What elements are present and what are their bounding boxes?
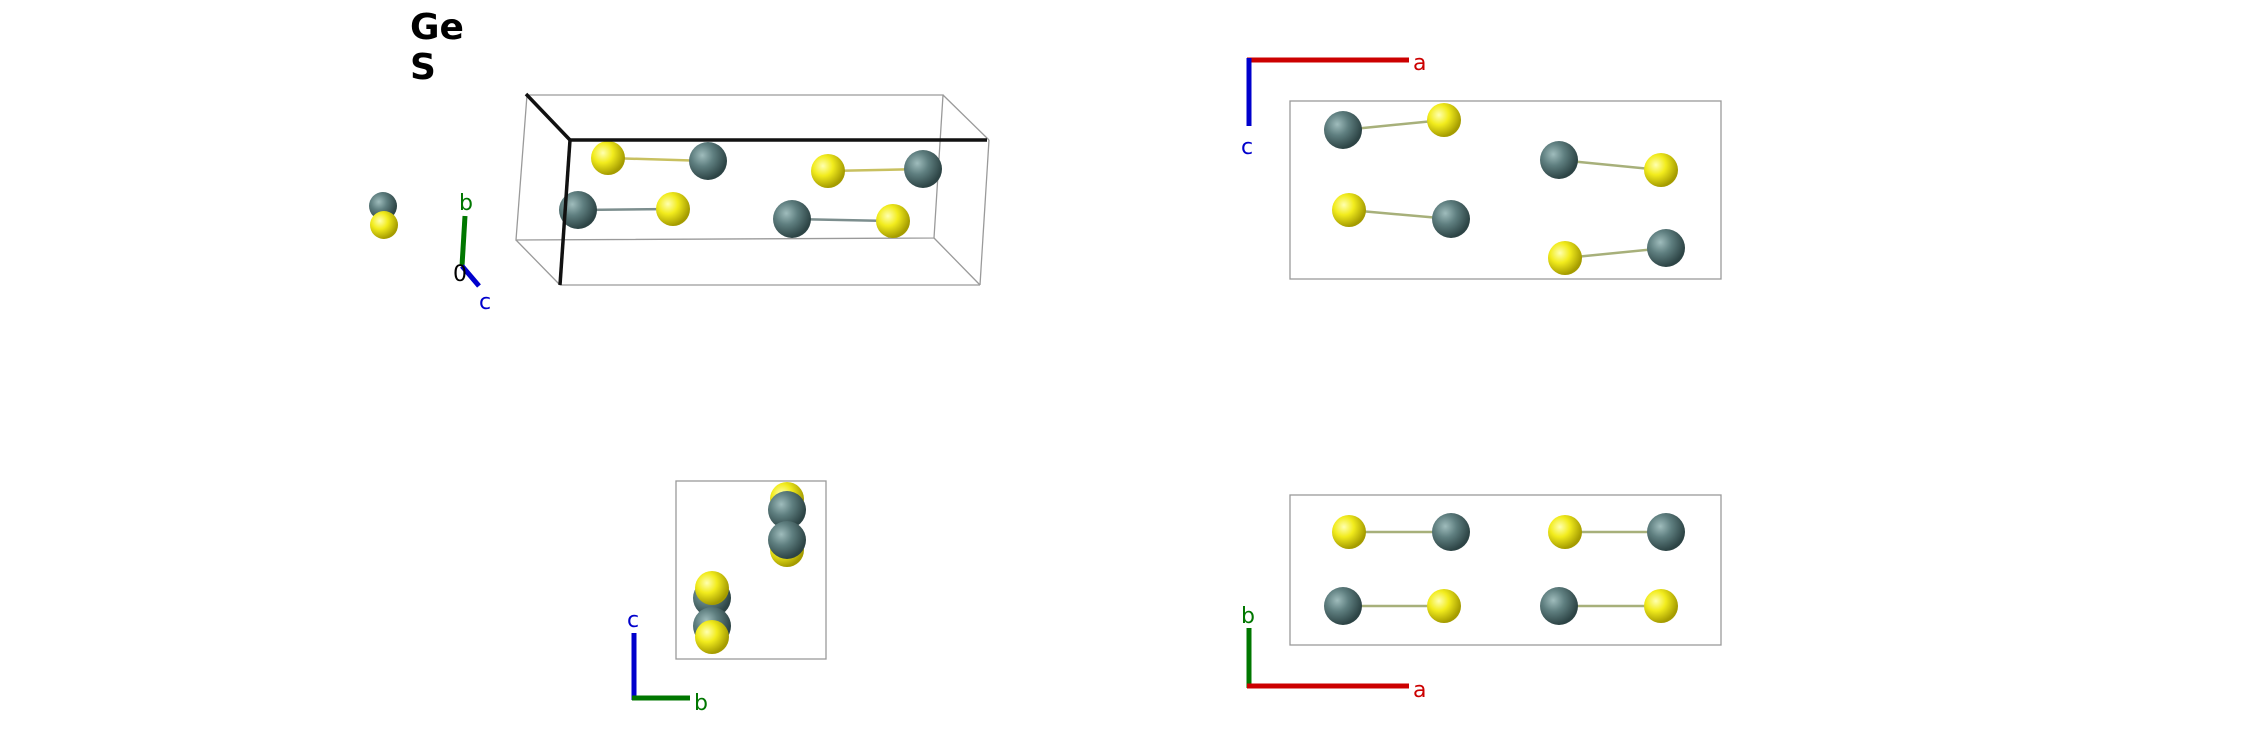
c-axis-label: c — [1241, 135, 1253, 160]
bonds — [1342, 118, 1667, 260]
s-atom — [1644, 153, 1678, 187]
top-right-view: a c — [1241, 51, 1722, 280]
s-atom — [876, 204, 910, 238]
bottom-right-view: b a — [1241, 494, 1722, 703]
origin-label: 0 — [453, 262, 467, 287]
s-atom — [1548, 515, 1582, 549]
orientation-indicator: b 0 c — [453, 191, 491, 315]
ge-atom — [1432, 513, 1470, 551]
bonds — [577, 156, 924, 223]
s-atom — [1644, 589, 1678, 623]
c-axis-label: c — [479, 290, 491, 315]
orientation-indicator: c b — [627, 608, 708, 716]
a-axis-label: a — [1413, 678, 1426, 703]
c-axis-line — [460, 264, 481, 288]
s-atom — [1332, 193, 1366, 227]
unit-cell-outline — [1289, 494, 1722, 646]
s-atom — [656, 192, 690, 226]
c-axis-label: c — [627, 608, 639, 633]
ge-atom — [559, 191, 597, 229]
s-atom — [811, 154, 845, 188]
ge-atom — [768, 521, 806, 559]
orientation-indicator: b a — [1241, 604, 1426, 703]
perspective-view: b 0 c — [369, 92, 990, 315]
unit-cell-outline — [1289, 100, 1722, 280]
ge-atom — [1432, 200, 1470, 238]
ge-atom — [1324, 111, 1362, 149]
s-atom — [1427, 103, 1461, 137]
ge-atom — [689, 142, 727, 180]
orientation-indicator: a c — [1241, 51, 1426, 160]
s-atom — [591, 141, 625, 175]
legend-element-s: S — [410, 47, 436, 88]
bottom-left-view: c b — [627, 480, 827, 716]
s-atom — [370, 211, 398, 239]
cell-axes — [524, 92, 987, 286]
b-axis-label: b — [694, 691, 708, 716]
unit-cell-outline — [675, 480, 827, 660]
bonds — [1343, 530, 1666, 608]
element-legend: Ge S — [410, 8, 464, 88]
ge-atom — [773, 200, 811, 238]
s-atom — [695, 571, 729, 605]
ge-atom — [1647, 513, 1685, 551]
b-axis-label: b — [459, 191, 473, 216]
b-axis-label: b — [1241, 604, 1255, 629]
unit-cell-outline — [515, 94, 990, 286]
ge-atom — [768, 491, 806, 529]
ge-atom — [1540, 141, 1578, 179]
s-atom — [1548, 241, 1582, 275]
ge-atom — [1647, 229, 1685, 267]
ge-atom — [904, 150, 942, 188]
ge-atom — [1540, 587, 1578, 625]
legend-element-ge: Ge — [410, 7, 464, 48]
s-atom — [1332, 515, 1366, 549]
s-atom — [1427, 589, 1461, 623]
b-axis-line — [459, 215, 468, 267]
s-atom — [695, 620, 729, 654]
a-axis-label: a — [1413, 51, 1426, 76]
ge-atom — [1324, 587, 1362, 625]
